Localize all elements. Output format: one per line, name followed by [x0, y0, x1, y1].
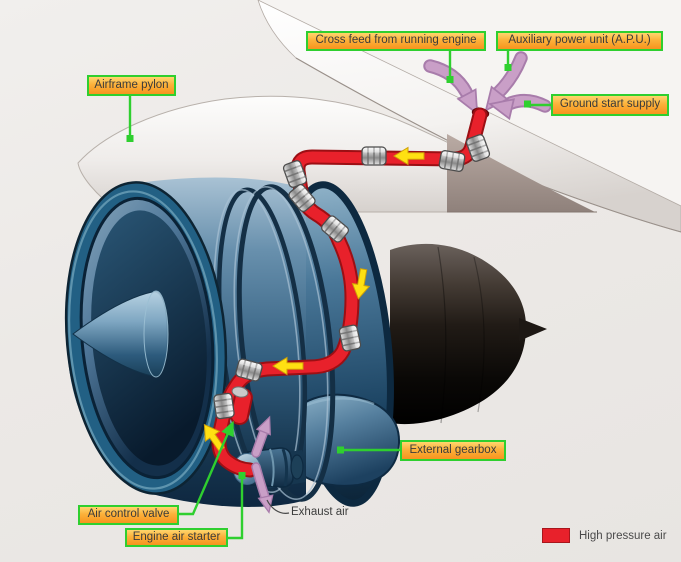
label-cross-feed: Cross feed from running engine [306, 31, 486, 51]
spinner-cone [72, 290, 169, 378]
coupling-icon [437, 149, 467, 173]
leader-lines [128, 51, 551, 540]
case-ring-2-highlight [233, 185, 329, 501]
label-ground-start-supply: Ground start supply [551, 94, 669, 116]
coupling-icon [212, 392, 236, 420]
label-apu: Auxiliary power unit (A.P.U.) [496, 31, 663, 51]
coupling-icon [361, 146, 387, 166]
high-pressure-air-pipe [196, 107, 492, 478]
leader-engine-air-starter [228, 478, 244, 540]
label-exhaust-air: Exhaust air [291, 506, 349, 518]
label-airframe-pylon: Airframe pylon [87, 75, 176, 96]
leader-exhaust-air [266, 499, 290, 514]
label-external-gearbox: External gearbox [400, 440, 506, 461]
exhaust-core [390, 243, 547, 425]
leader-air-control-valve [179, 432, 230, 516]
high-pressure-air-swatch [542, 528, 570, 543]
bleed-air-arrows-wing [423, 51, 552, 120]
leader-endpoints [126, 64, 531, 479]
label-air-control-valve: Air control valve [78, 505, 179, 525]
exhaust-air-arrows [251, 413, 277, 515]
legend: High pressure air [542, 528, 667, 543]
label-engine-air-starter: Engine air starter [125, 528, 228, 547]
legend-label: High pressure air [579, 529, 667, 542]
wing-underside-shadow [447, 134, 597, 213]
